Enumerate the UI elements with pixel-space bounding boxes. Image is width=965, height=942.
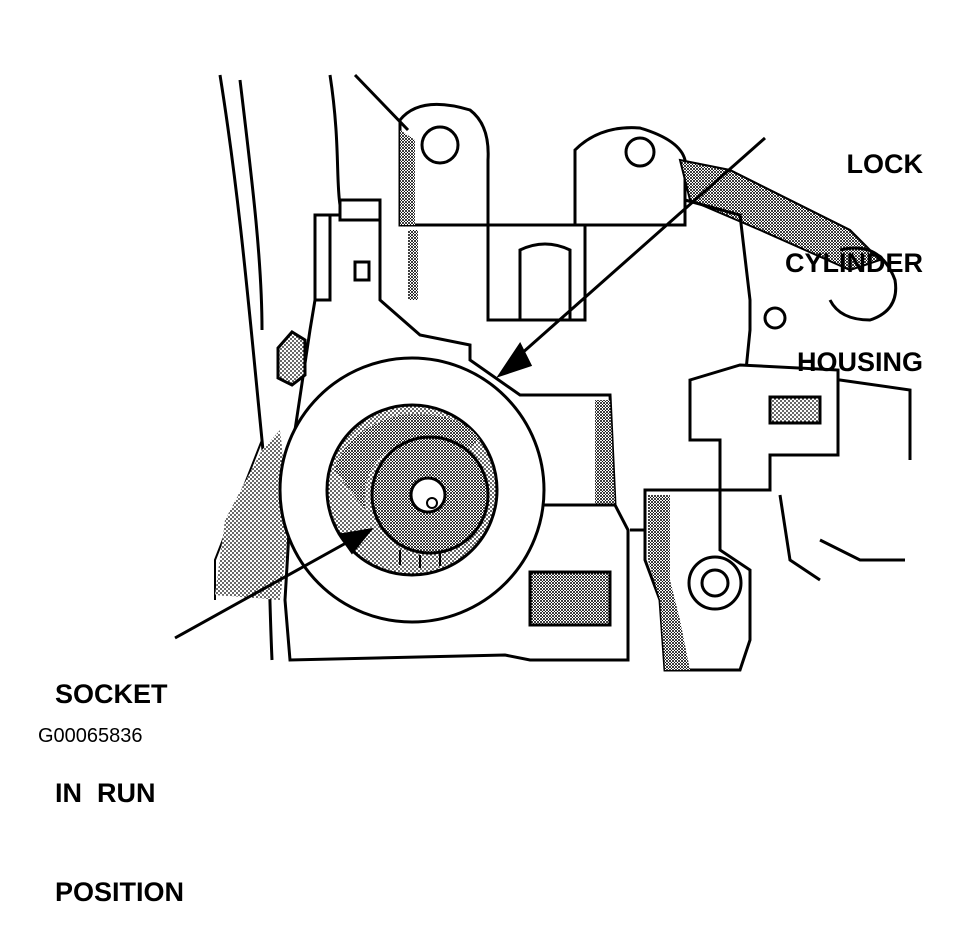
steering-column-diagram	[174, 73, 912, 672]
ignition-socket	[370, 435, 490, 555]
leader-socket-run-position	[174, 536, 356, 640]
bolt-head	[276, 330, 307, 387]
figure-id: G00065836	[38, 725, 143, 747]
leader-top-left	[353, 73, 410, 132]
lower-right-bracket	[643, 488, 752, 672]
callout-line: HOUSING	[796, 347, 923, 377]
callout-line: SOCKET	[55, 679, 168, 709]
callout-lock-cylinder-housing: LOCK CYLINDER HOUSING	[785, 82, 923, 412]
callout-line: LOCK	[846, 149, 924, 179]
arrowhead-lock-cylinder-housing	[496, 342, 533, 378]
right-bracket	[688, 363, 840, 582]
leader-lock-cylinder-housing	[511, 136, 766, 364]
upper-bracket	[398, 102, 687, 322]
shroud-shadow	[215, 430, 290, 600]
callout-line: POSITION	[55, 877, 185, 907]
leader-lines	[174, 73, 766, 640]
callout-socket-in-run-position: SOCKET IN RUN POSITION	[55, 612, 184, 942]
callout-line: IN RUN	[55, 778, 156, 808]
arrowhead-socket-run-position	[337, 527, 374, 555]
callout-line: CYLINDER	[784, 248, 923, 278]
